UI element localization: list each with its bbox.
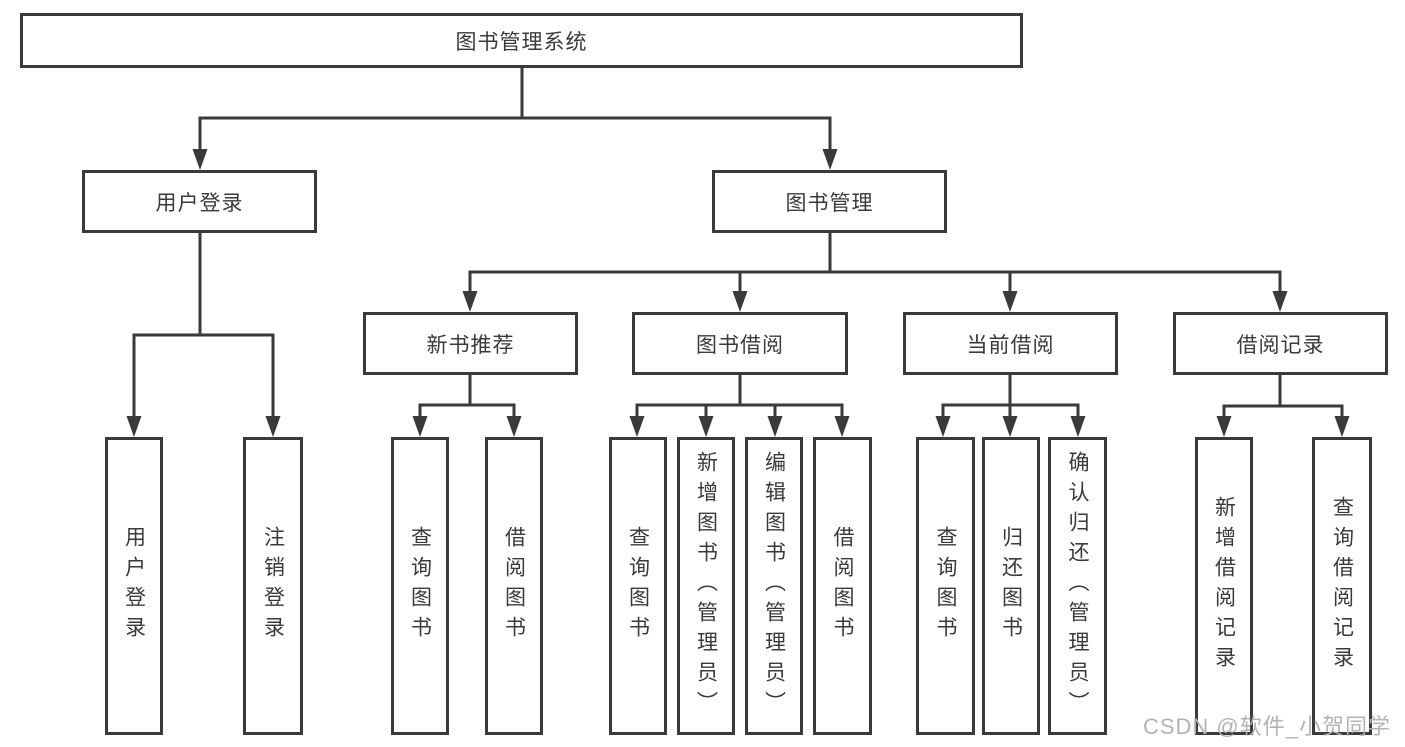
- arrow-down-icon: [1334, 416, 1350, 437]
- leaf-borrowing-query-book: 查询图书: [609, 437, 667, 735]
- arrow-down-icon: [1002, 416, 1018, 437]
- leaf-query-borrow-record: 查询借阅记录: [1312, 437, 1372, 735]
- arrow-down-icon: [412, 416, 428, 437]
- node-label: 新增借阅记录: [1212, 496, 1236, 676]
- node-user-login: 用户登录: [82, 170, 317, 233]
- arrow-down-icon: [822, 149, 838, 170]
- leaf-confirm-return-admin: 确认归还（管理员）: [1048, 437, 1107, 735]
- node-label: 查询图书: [408, 526, 432, 646]
- arrow-down-icon: [506, 416, 522, 437]
- node-current-borrowing: 当前借阅: [903, 312, 1118, 375]
- arrow-down-icon: [767, 416, 783, 437]
- node-label: 查询借阅记录: [1330, 496, 1354, 676]
- leaf-edit-book-admin: 编辑图书（管理员）: [745, 437, 803, 735]
- node-label: 图书管理: [785, 191, 874, 215]
- arrow-down-icon: [935, 416, 951, 437]
- leaf-add-book-admin: 新增图书（管理员）: [677, 437, 735, 735]
- node-label: 查询图书: [626, 526, 650, 646]
- node-new-book-recommend: 新书推荐: [363, 312, 578, 375]
- leaf-logout: 注销登录: [243, 437, 303, 735]
- leaf-recommend-query-book: 查询图书: [391, 437, 449, 735]
- node-label: 新书推荐: [426, 333, 515, 357]
- node-library-management-system: 图书管理系统: [20, 13, 1023, 68]
- node-label: 当前借阅: [966, 333, 1055, 357]
- node-label: 查询图书: [934, 526, 957, 646]
- node-label: 新增图书（管理员）: [694, 451, 718, 721]
- arrow-down-icon: [834, 416, 850, 437]
- node-label: 编辑图书（管理员）: [762, 451, 786, 721]
- node-book-management: 图书管理: [712, 170, 947, 233]
- arrow-down-icon: [698, 416, 714, 437]
- node-label: 图书借阅: [696, 333, 784, 357]
- node-label: 借阅图书: [831, 526, 854, 646]
- leaf-current-query-book: 查询图书: [916, 437, 975, 735]
- arrow-down-icon: [265, 416, 281, 437]
- leaf-recommend-borrow-book: 借阅图书: [485, 437, 543, 735]
- node-label: 借阅记录: [1236, 333, 1325, 357]
- arrow-down-icon: [1272, 291, 1288, 312]
- leaf-borrowing-borrow-book: 借阅图书: [813, 437, 872, 735]
- node-label: 借阅图书: [502, 526, 526, 646]
- arrow-down-icon: [462, 291, 478, 312]
- node-label: 注销登录: [261, 526, 285, 646]
- leaf-user-login: 用户登录: [105, 437, 163, 735]
- node-label: 用户登录: [155, 191, 244, 215]
- node-label: 图书管理系统: [455, 30, 588, 54]
- arrow-down-icon: [1002, 291, 1018, 312]
- arrow-down-icon: [629, 416, 645, 437]
- leaf-return-book: 归还图书: [982, 437, 1040, 735]
- node-label: 确认归还（管理员）: [1066, 451, 1089, 721]
- node-label: 用户登录: [122, 526, 146, 646]
- arrow-down-icon: [192, 149, 208, 170]
- leaf-add-borrow-record: 新增借阅记录: [1195, 437, 1253, 735]
- arrow-down-icon: [1070, 416, 1086, 437]
- arrow-down-icon: [1216, 416, 1232, 437]
- node-book-borrowing: 图书借阅: [632, 312, 848, 375]
- node-label: 归还图书: [999, 526, 1023, 646]
- node-borrowing-records: 借阅记录: [1173, 312, 1388, 375]
- csdn-watermark: CSDN @软件_小贺同学: [1142, 714, 1391, 739]
- arrow-down-icon: [732, 291, 748, 312]
- arrow-down-icon: [126, 416, 142, 437]
